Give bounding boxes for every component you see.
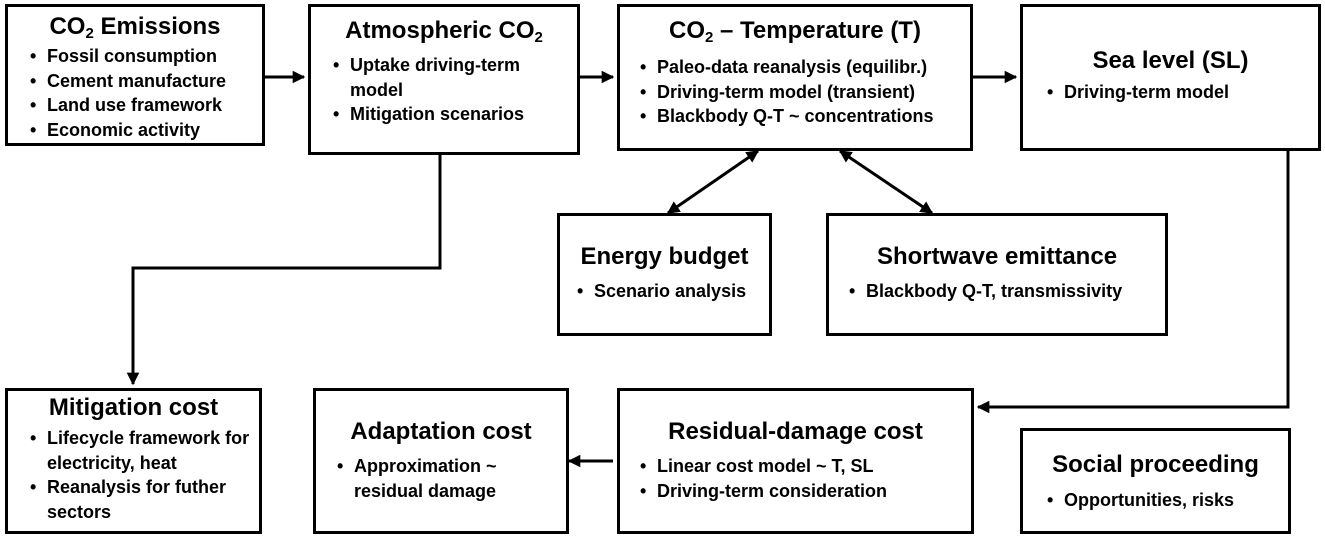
arrow-temperature-shortwave	[838, 149, 934, 215]
list-item: Driving-term model (transient)	[638, 80, 970, 105]
box-residual-damage-cost: Residual-damage cost Linear cost model ~…	[617, 388, 974, 534]
list-item: Mitigation scenarios	[331, 102, 567, 127]
list-item: Economic activity	[28, 118, 262, 143]
box-shortwave-emittance: Shortwave emittance Blackbody Q-T, trans…	[826, 213, 1168, 336]
arrow-atmospheric-to-mitigation	[126, 155, 442, 386]
list-item: Lifecycle framework for electricity, hea…	[28, 426, 253, 475]
list-item: Linear cost model ~ T, SL	[638, 454, 971, 479]
box-co2-emissions: CO2 Emissions Fossil consumption Cement …	[5, 4, 265, 146]
box-title: Atmospheric CO2	[345, 17, 543, 46]
box-title: Social proceeding	[1052, 451, 1259, 478]
list-item: Cement manufacture	[28, 69, 262, 94]
box-mitigation-cost: Mitigation cost Lifecycle framework for …	[5, 388, 262, 534]
box-title: Sea level (SL)	[1092, 47, 1249, 74]
box-title: Shortwave emittance	[876, 243, 1118, 270]
list-item: Blackbody Q-T ~ concentrations	[638, 104, 970, 129]
list-item: Land use framework	[28, 93, 262, 118]
list-item: Paleo-data reanalysis (equilibr.)	[638, 55, 970, 80]
list-item: Uptake driving-term model	[331, 53, 567, 102]
box-co2-temperature: CO2 – Temperature (T) Paleo-data reanaly…	[617, 4, 973, 151]
list-item: Scenario analysis	[575, 279, 769, 304]
box-title: CO2 Emissions	[49, 13, 221, 42]
box-energy-budget: Energy budget Scenario analysis	[557, 213, 772, 336]
box-social-proceeding: Social proceeding Opportunities, risks	[1020, 428, 1291, 534]
box-title: Residual-damage cost	[668, 418, 923, 445]
arrow-temperature-energy-budget	[666, 149, 760, 215]
list-item: Driving-term consideration	[638, 479, 971, 504]
box-title: Adaptation cost	[350, 418, 532, 445]
list-item: Fossil consumption	[28, 44, 262, 69]
list-item: Blackbody Q-T, transmissivity	[847, 279, 1165, 304]
box-title: CO2 – Temperature (T)	[669, 17, 921, 46]
list-item: Opportunities, risks	[1045, 488, 1288, 513]
list-item: Approximation ~ residual damage	[335, 454, 526, 503]
box-sea-level: Sea level (SL) Driving-term model	[1020, 4, 1321, 151]
box-atmospheric-co2: Atmospheric CO2 Uptake driving-term mode…	[308, 4, 580, 155]
box-title: Mitigation cost	[48, 394, 219, 421]
box-adaptation-cost: Adaptation cost Approximation ~ residual…	[313, 388, 569, 534]
list-item: Driving-term model	[1045, 80, 1318, 105]
box-title: Energy budget	[580, 243, 749, 270]
list-item: Reanalysis for futher sectors	[28, 475, 253, 524]
